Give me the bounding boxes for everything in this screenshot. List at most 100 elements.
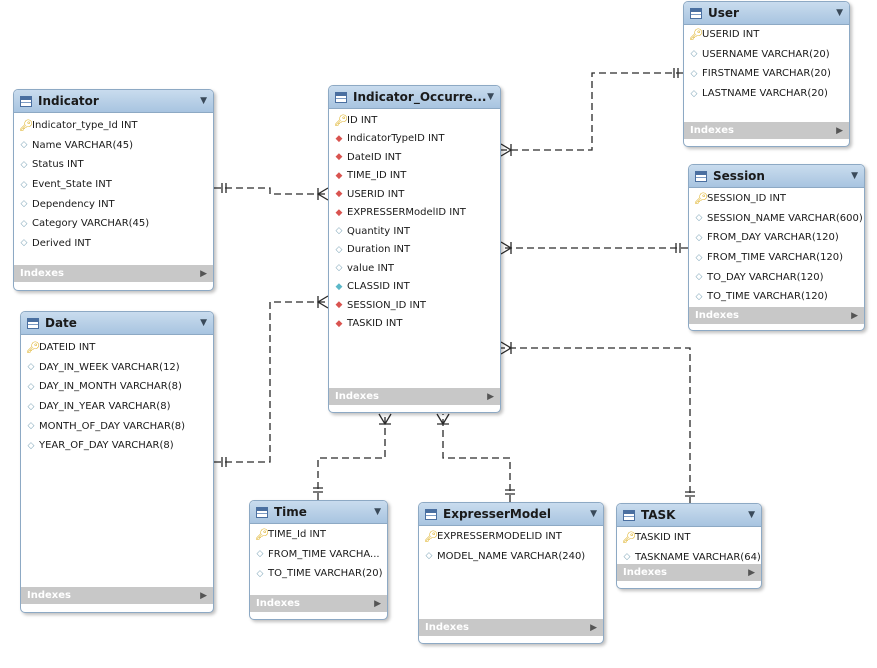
column-icon: ◇ xyxy=(256,549,264,560)
primary-key-icon: 🔑︎ xyxy=(694,192,708,206)
column-row: 🔑︎ID INT xyxy=(334,113,378,127)
column-row: ◇MODEL_NAME VARCHAR(240) xyxy=(425,550,586,562)
indexes-bar[interactable]: Indexes▶ xyxy=(684,122,849,139)
dropdown-arrow-icon[interactable]: ▼ xyxy=(836,8,843,18)
column-row: 🔑︎SESSION_ID INT xyxy=(694,192,787,206)
dropdown-arrow-icon[interactable]: ▼ xyxy=(590,509,597,519)
table-icon xyxy=(690,7,702,19)
column-row: ◇DAY_IN_WEEK VARCHAR(12) xyxy=(27,361,180,373)
table-expresser-model[interactable]: ExpresserModel ▼ 🔑︎EXPRESSERMODELID INT … xyxy=(418,502,604,644)
column-icon: ◇ xyxy=(623,552,631,563)
column-row: 🔑︎DATEID INT xyxy=(26,341,96,355)
column-icon: ◇ xyxy=(690,68,698,79)
expand-arrow-icon[interactable]: ▶ xyxy=(836,125,843,136)
column-icon: ◇ xyxy=(425,551,433,562)
column-row: ◇Quantity INT xyxy=(335,225,410,237)
column-icon: ◇ xyxy=(20,159,28,170)
column-row: ◆USERID INT xyxy=(335,188,405,200)
table-icon xyxy=(695,170,707,182)
table-header[interactable]: Time ▼ xyxy=(250,501,387,524)
column-icon: ◇ xyxy=(20,199,28,210)
indexes-bar[interactable]: Indexes▶ xyxy=(21,587,213,604)
column-row: ◆IndicatorTypeID INT xyxy=(335,133,445,145)
dropdown-arrow-icon[interactable]: ▼ xyxy=(851,171,858,181)
table-icon xyxy=(335,91,347,103)
indexes-bar[interactable]: Indexes▶ xyxy=(14,265,213,282)
table-icon xyxy=(27,317,39,329)
indexes-bar[interactable]: Indexes▶ xyxy=(329,388,500,405)
column-icon: ◇ xyxy=(690,88,698,99)
table-date[interactable]: Date ▼ 🔑︎DATEID INT ◇DAY_IN_WEEK VARCHAR… xyxy=(20,311,214,613)
column-icon: ◇ xyxy=(27,381,35,392)
primary-key-icon: 🔑︎ xyxy=(26,341,40,355)
expand-arrow-icon[interactable]: ▶ xyxy=(200,268,207,279)
table-session[interactable]: Session ▼ 🔑︎SESSION_ID INT ◇SESSION_NAME… xyxy=(688,164,865,331)
table-indicator[interactable]: Indicator ▼ 🔑︎Indicator_type_Id INT ◇Nam… xyxy=(13,89,214,291)
table-icon xyxy=(425,508,437,520)
column-row: ◇FROM_TIME VARCHAR(120) xyxy=(695,252,844,264)
expand-arrow-icon[interactable]: ▶ xyxy=(748,567,755,578)
indexes-bar[interactable]: Indexes▶ xyxy=(419,619,603,636)
table-time[interactable]: Time ▼ 🔑︎TIME_Id INT ◇FROM_TIME VARCHA..… xyxy=(249,500,388,620)
dropdown-arrow-icon[interactable]: ▼ xyxy=(200,96,207,106)
column-row: ◆CLASSID INT xyxy=(335,281,410,293)
dropdown-arrow-icon[interactable]: ▼ xyxy=(748,510,755,520)
primary-key-icon: 🔑︎ xyxy=(334,113,348,127)
column-row: ◆DateID INT xyxy=(335,151,402,163)
column-row: 🔑︎TASKID INT xyxy=(622,531,691,545)
column-row: ◇FROM_TIME VARCHA... xyxy=(256,548,380,560)
table-header[interactable]: Indicator ▼ xyxy=(14,90,213,113)
table-indicator-occurrence[interactable]: Indicator_Occurre... ▼ 🔑︎ID INT ◆Indicat… xyxy=(328,85,501,413)
expand-arrow-icon[interactable]: ▶ xyxy=(590,622,597,633)
column-row: ◇DAY_IN_YEAR VARCHAR(8) xyxy=(27,401,171,413)
table-user[interactable]: User ▼ 🔑︎USERID INT ◇USERNAME VARCHAR(20… xyxy=(683,1,850,147)
dropdown-arrow-icon[interactable]: ▼ xyxy=(374,507,381,517)
indexes-bar[interactable]: Indexes▶ xyxy=(617,564,761,581)
column-row: ◇Duration INT xyxy=(335,244,411,256)
primary-key-icon: 🔑︎ xyxy=(689,28,703,42)
column-row: ◆EXPRESSERModelID INT xyxy=(335,207,466,219)
table-header[interactable]: ExpresserModel ▼ xyxy=(419,503,603,526)
column-row: 🔑︎USERID INT xyxy=(689,28,760,42)
column-icon: ◇ xyxy=(27,421,35,432)
column-row: ◇Event_State INT xyxy=(20,179,112,191)
table-title: ExpresserModel xyxy=(443,507,551,521)
column-row: ◇Name VARCHAR(45) xyxy=(20,139,133,151)
expand-arrow-icon[interactable]: ▶ xyxy=(487,391,494,402)
table-header[interactable]: User ▼ xyxy=(684,2,849,25)
expand-arrow-icon[interactable]: ▶ xyxy=(200,590,207,601)
column-row: ◇FIRSTNAME VARCHAR(20) xyxy=(690,68,831,80)
indexes-bar[interactable]: Indexes▶ xyxy=(250,595,387,612)
table-task[interactable]: TASK ▼ 🔑︎TASKID INT ◇TASKNAME VARCHAR(64… xyxy=(616,503,762,589)
column-row: ◆TIME_ID INT xyxy=(335,170,407,182)
column-icon: ◇ xyxy=(695,232,703,243)
dropdown-arrow-icon[interactable]: ▼ xyxy=(200,318,207,328)
indexes-bar[interactable]: Indexes▶ xyxy=(689,307,864,324)
column-row: ◇Category VARCHAR(45) xyxy=(20,218,150,230)
column-row: ◇TO_DAY VARCHAR(120) xyxy=(695,271,824,283)
column-row: 🔑︎EXPRESSERMODELID INT xyxy=(424,530,562,544)
expand-arrow-icon[interactable]: ▶ xyxy=(374,598,381,609)
column-icon: ◇ xyxy=(20,218,28,229)
table-title: TASK xyxy=(641,508,676,522)
expand-arrow-icon[interactable]: ▶ xyxy=(851,310,858,321)
table-title: Indicator xyxy=(38,94,99,108)
column-row: ◇TO_TIME VARCHAR(120) xyxy=(695,291,828,303)
table-header[interactable]: Date ▼ xyxy=(21,312,213,335)
column-icon: ◇ xyxy=(335,244,343,255)
table-header[interactable]: TASK ▼ xyxy=(617,504,761,527)
foreign-key-icon: ◆ xyxy=(335,152,343,163)
table-icon xyxy=(623,509,635,521)
table-header[interactable]: Indicator_Occurre... ▼ xyxy=(329,86,500,109)
table-header[interactable]: Session ▼ xyxy=(689,165,864,188)
column-icon: ◇ xyxy=(20,140,28,151)
column-icon: ◆ xyxy=(335,281,343,292)
column-icon: ◇ xyxy=(335,263,343,274)
column-icon: ◇ xyxy=(27,401,35,412)
column-row: ◇Derived INT xyxy=(20,237,91,249)
primary-key-icon: 🔑︎ xyxy=(19,119,33,133)
column-icon: ◇ xyxy=(256,568,264,579)
foreign-key-icon: ◆ xyxy=(335,170,343,181)
dropdown-arrow-icon[interactable]: ▼ xyxy=(487,92,494,102)
